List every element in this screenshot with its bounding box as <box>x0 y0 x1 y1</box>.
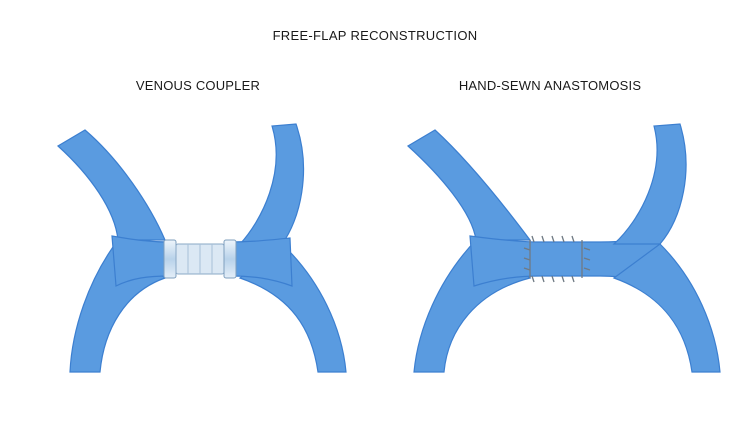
hs-vessel-right-upper-branch <box>612 123 687 245</box>
coupler-ring-left <box>163 239 177 279</box>
right-vessel-junction <box>229 237 293 287</box>
right-vessel-upper-branch <box>238 123 305 245</box>
left-vessel-upper-branch <box>56 129 166 241</box>
suture-stitches <box>523 235 591 283</box>
coupler-vessel-group <box>56 123 347 373</box>
coupler-ring-right <box>223 239 237 279</box>
hs-vessel-right-lower-branch <box>612 243 721 373</box>
figure-title: FREE-FLAP RECONSTRUCTION <box>272 28 478 43</box>
hs-vessel-left-upper-branch <box>406 129 532 241</box>
handsewn-vessel-group <box>406 123 721 373</box>
panel-title-hand-sewn: HAND-SEWN ANASTOMOSIS <box>458 78 642 93</box>
panel-title-venous-coupler: VENOUS COUPLER <box>135 78 261 93</box>
